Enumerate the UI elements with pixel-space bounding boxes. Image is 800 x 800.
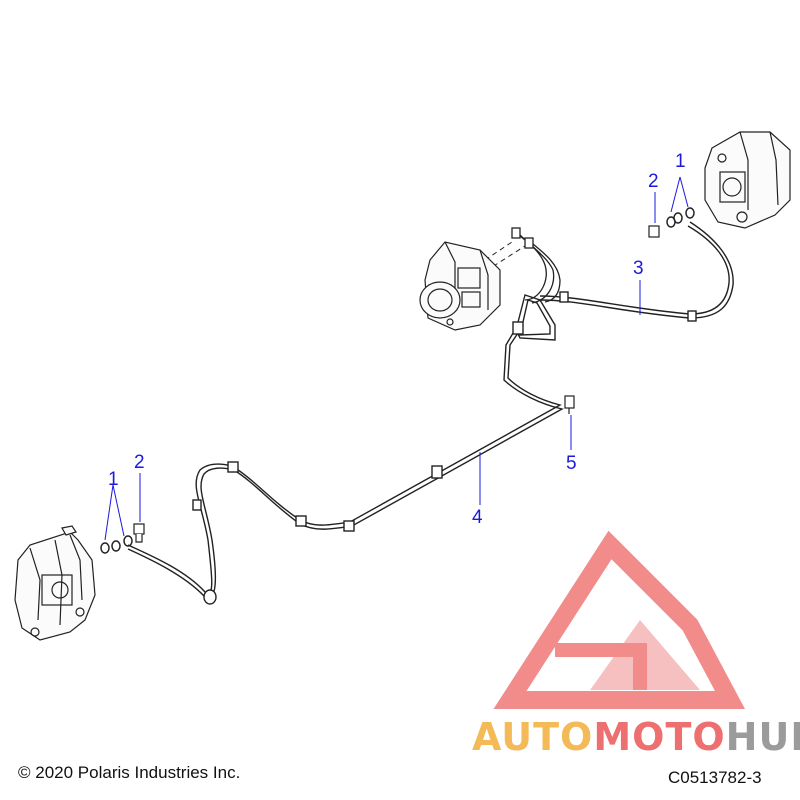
left-banjo-washers <box>100 535 133 554</box>
abs-outlet-lines <box>511 227 561 304</box>
callout-1-right: 1 <box>675 151 686 172</box>
watermark-text-moto: MOTO <box>593 715 726 759</box>
part-number: C0513782-3 <box>668 768 762 787</box>
left-brake-caliper <box>14 525 96 641</box>
watermark-text-hub: HUB <box>725 715 800 759</box>
right-banjo-washers <box>666 207 695 228</box>
callout-2-right: 2 <box>648 171 659 192</box>
left-brake-hose <box>127 463 235 605</box>
left-banjo-bolt <box>133 523 145 543</box>
fitting-5 <box>564 395 575 414</box>
callout-leaders <box>104 176 689 541</box>
callout-4: 4 <box>472 507 483 528</box>
right-brake-caliper <box>704 131 791 229</box>
watermark-logo <box>493 530 745 709</box>
line-junction-bracket <box>512 294 556 341</box>
right-banjo-bolt <box>648 225 660 238</box>
watermark-text: AUTOMOTOHUB <box>472 718 800 756</box>
callout-3: 3 <box>633 258 644 279</box>
abs-module <box>419 241 501 331</box>
callout-1-left: 1 <box>108 469 119 490</box>
copyright-text: © 2020 Polaris Industries Inc. <box>18 763 241 782</box>
callout-5: 5 <box>566 453 577 474</box>
watermark-text-auto: AUTO <box>472 715 594 759</box>
callout-2-left: 2 <box>134 452 145 473</box>
main-brake-line <box>227 327 564 532</box>
right-brake-hose <box>539 221 734 322</box>
